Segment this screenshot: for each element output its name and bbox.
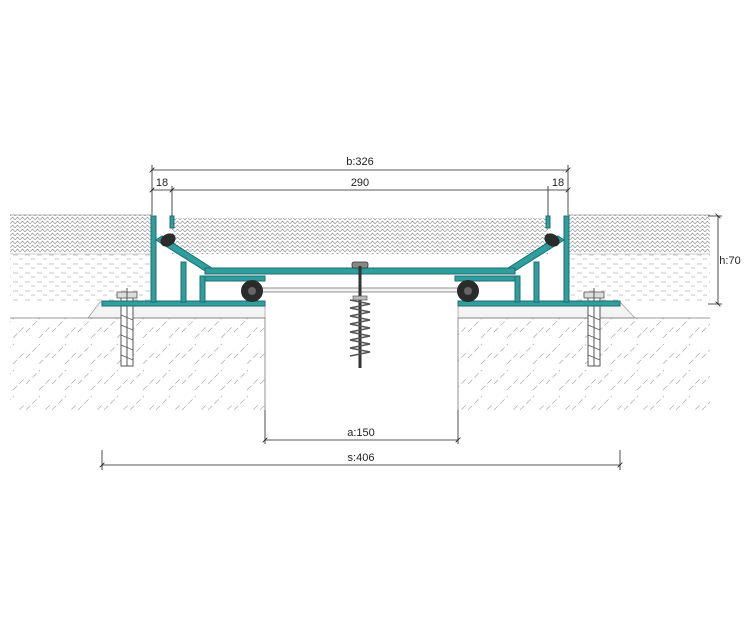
side-wall-left bbox=[150, 215, 157, 303]
floor-finish-left bbox=[10, 215, 152, 253]
floor-finish-infill bbox=[172, 218, 548, 254]
dimension-lines bbox=[102, 165, 722, 470]
gasket-top-right bbox=[544, 233, 560, 247]
dim-right-flange-label: 18 bbox=[552, 177, 564, 189]
concrete-slab-right bbox=[458, 318, 710, 410]
side-wall-right bbox=[563, 215, 570, 303]
dim-b-label: b:326 bbox=[346, 156, 374, 168]
concrete-slab-left bbox=[10, 318, 265, 410]
floor-finish-right bbox=[568, 215, 710, 253]
dim-a-label: a:150 bbox=[347, 427, 375, 439]
spring-icon bbox=[349, 261, 371, 368]
dim-left-flange-label: 18 bbox=[156, 177, 168, 189]
dim-center-span-label: 290 bbox=[351, 177, 369, 189]
dim-h-label: h:70 bbox=[719, 255, 740, 267]
dim-s-label: s:406 bbox=[348, 452, 375, 464]
gaskets bbox=[160, 233, 560, 302]
gasket-top-left bbox=[160, 233, 176, 247]
inner-box-left bbox=[199, 275, 266, 282]
